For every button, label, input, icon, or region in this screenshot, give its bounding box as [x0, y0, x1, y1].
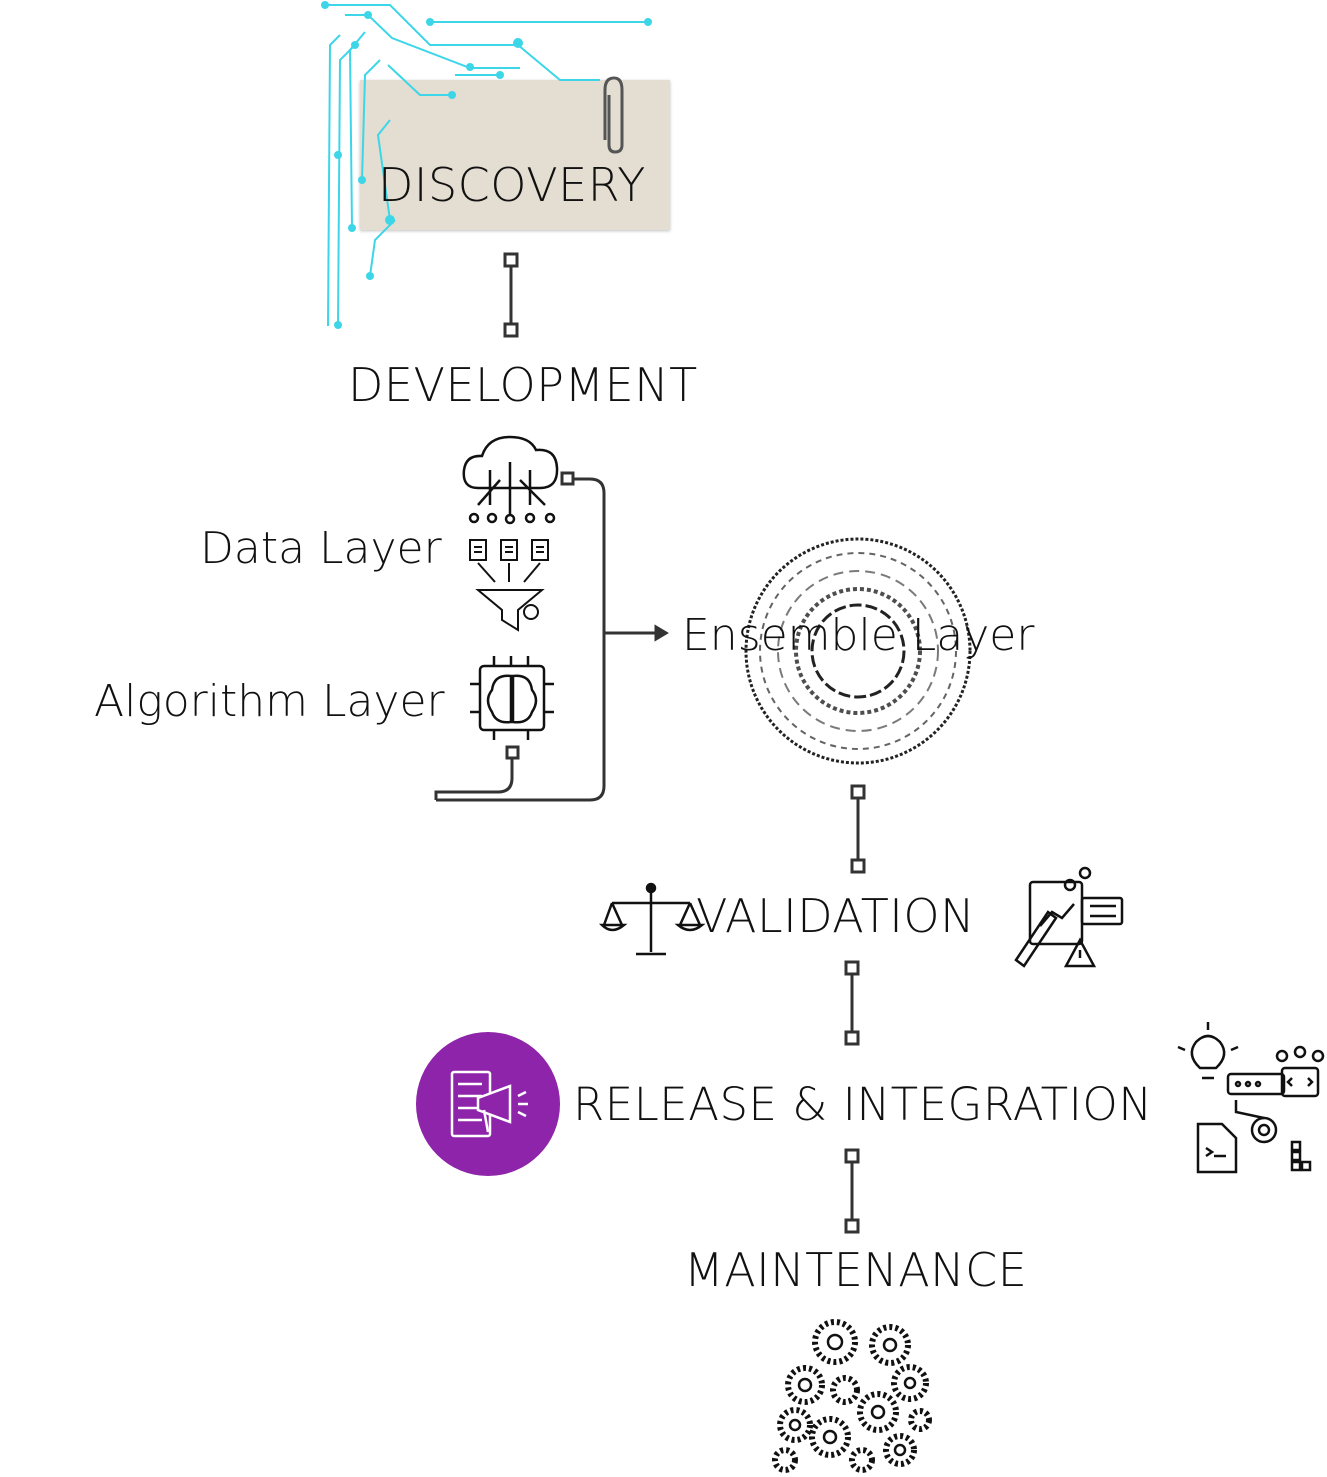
ai-chip-icon	[470, 656, 554, 740]
stage-development: DEVELOPMENT	[348, 358, 698, 412]
discovery-note-paper	[360, 80, 670, 230]
layers-to-ensemble-connector	[434, 471, 669, 802]
data-funnel-icon	[469, 539, 549, 632]
data-layer-label: Data Layer	[200, 523, 442, 574]
connector-discovery-development	[503, 252, 519, 338]
connector-release-maintenance	[844, 1148, 860, 1234]
algorithm-layer-label: Algorithm Layer	[94, 676, 445, 727]
integration-tools-icon	[1177, 1022, 1325, 1174]
paperclip-icon	[603, 76, 624, 154]
circle-ring-icon	[744, 537, 972, 765]
gears-cluster-icon	[772, 1319, 932, 1473]
connector-validation-release	[844, 960, 860, 1046]
stage-maintenance: MAINTENANCE	[684, 1243, 1028, 1297]
ensemble-layer-label: Ensemble Layer	[682, 610, 1035, 661]
report-chart-icon	[1014, 866, 1124, 968]
circuit-nodes	[321, 1, 652, 329]
circuit-lines-icon	[325, 4, 648, 327]
connector-ensemble-validation	[850, 784, 866, 874]
stage-discovery: DISCOVERY	[378, 158, 646, 212]
cloud-network-icon	[462, 435, 559, 525]
stage-validation: VALIDATION	[696, 889, 975, 943]
scales-icon	[598, 882, 706, 956]
megaphone-badge-icon	[416, 1032, 560, 1176]
stage-release-integration: RELEASE & INTEGRATION	[573, 1078, 1153, 1131]
